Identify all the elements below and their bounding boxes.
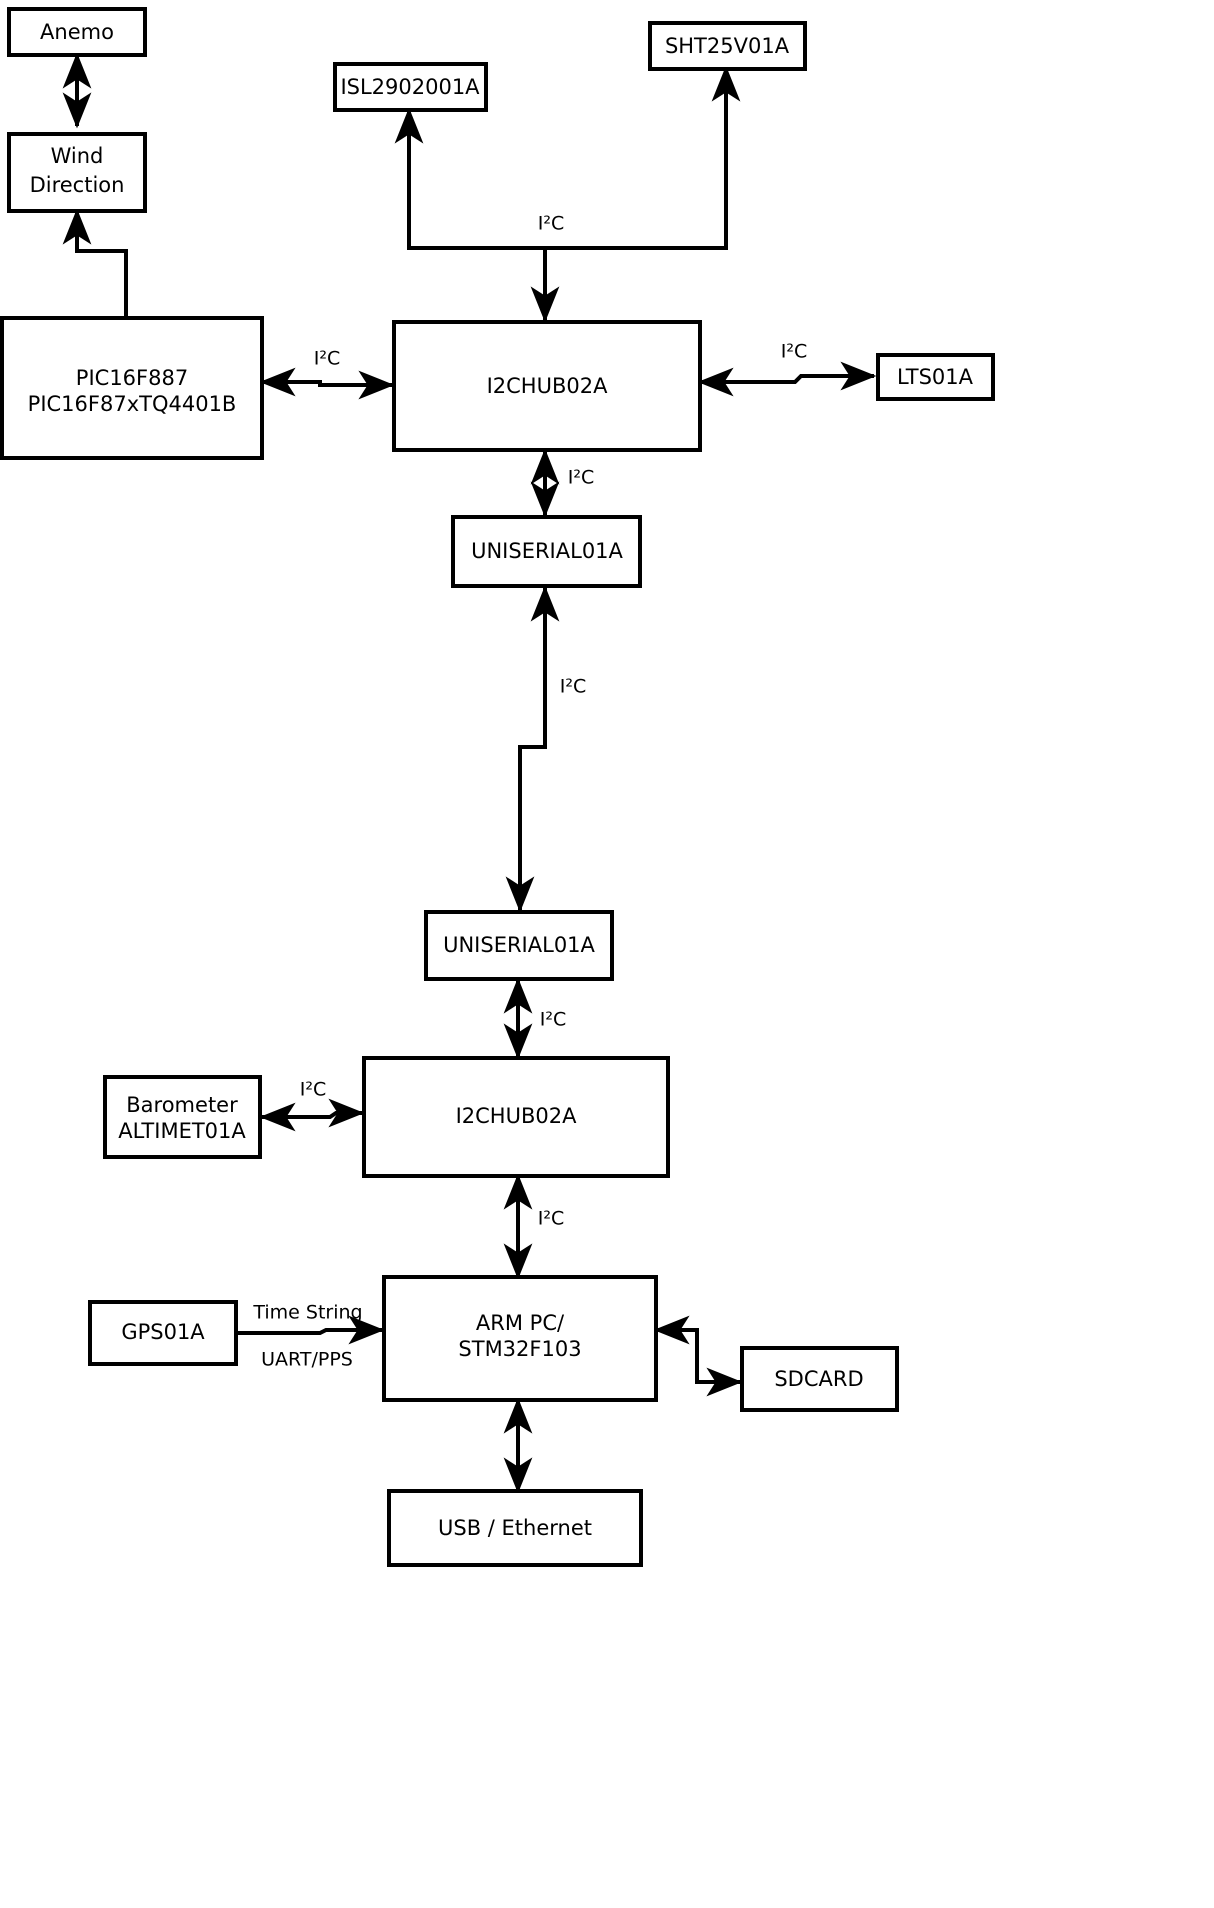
node-wind-direction-label-1: Wind — [51, 144, 104, 168]
node-wind-direction-label-2: Direction — [30, 173, 125, 197]
node-arm-pc-label-2: STM32F103 — [458, 1337, 581, 1361]
node-arm-pc-stm32f103[interactable] — [382, 1275, 658, 1402]
node-pic16f887[interactable] — [0, 316, 264, 460]
node-i2chub02a-bottom-label: I2CHUB02A — [456, 1104, 578, 1128]
edge-pic-hub-top — [259, 367, 395, 400]
edge-label-gps-time-string: Time String — [252, 1302, 362, 1324]
edge-uniserial-chain-up — [518, 585, 560, 800]
node-usb-ethernet-label: USB / Ethernet — [438, 1516, 592, 1540]
node-uniserial01a-top-label: UNISERIAL01A — [471, 539, 623, 563]
edge-label-hub-lts: I²C — [781, 341, 808, 363]
edge-label-baro-hub: I²C — [300, 1079, 327, 1101]
node-pic16f887-label-1: PIC16F887 — [76, 366, 188, 390]
node-lts01a-label: LTS01A — [897, 365, 974, 389]
node-sht25v01a[interactable] — [648, 21, 807, 71]
node-anemo[interactable] — [7, 7, 147, 57]
node-barometer-altimet01a[interactable] — [103, 1075, 262, 1159]
node-isl2902001a[interactable] — [333, 62, 488, 112]
node-uniserial01a-top[interactable] — [451, 515, 642, 588]
edge-label-gps-uart-pps: UART/PPS — [261, 1349, 353, 1371]
edge-hub-top-lts — [697, 361, 877, 397]
edge-gps-arm — [236, 1315, 385, 1345]
edge-label-top-bus: I²C — [538, 213, 565, 235]
node-sdcard-label: SDCARD — [774, 1367, 863, 1391]
node-sdcard[interactable] — [740, 1346, 899, 1412]
node-barometer-label-1: Barometer — [126, 1093, 238, 1117]
node-wind-direction[interactable] — [7, 132, 147, 213]
node-lts01a[interactable] — [876, 353, 995, 401]
node-gps01a[interactable] — [88, 1300, 238, 1366]
node-sht25v01a-label: SHT25V01A — [665, 34, 790, 58]
edge-pic-to-winddirection — [62, 208, 128, 316]
node-gps01a-label: GPS01A — [121, 1320, 205, 1344]
edge-sdcard-to-arm — [653, 1315, 740, 1384]
node-uniserial01a-bottom[interactable] — [424, 910, 614, 981]
node-i2chub02a-top-label: I2CHUB02A — [487, 374, 609, 398]
edge-label-uniserial-chain: I²C — [560, 676, 587, 698]
node-anemo-label: Anemo — [40, 20, 114, 44]
node-barometer-label-2: ALTIMET01A — [118, 1119, 246, 1143]
node-arm-pc-label-1: ARM PC/ — [476, 1311, 565, 1335]
node-usb-ethernet[interactable] — [387, 1489, 643, 1567]
node-pic16f887-label-2: PIC16F87xTQ4401B — [28, 392, 237, 416]
edge-label-hub-uniserial-top: I²C — [568, 467, 595, 489]
node-isl2902001a-label: ISL2902001A — [340, 75, 480, 99]
node-uniserial01a-bottom-label: UNISERIAL01A — [443, 933, 595, 957]
edge-barometer-hub-bot — [259, 1098, 365, 1132]
node-i2chub02a-top[interactable] — [392, 320, 702, 452]
node-i2chub02a-bottom[interactable] — [362, 1056, 670, 1178]
edge-label-hub-arm: I²C — [538, 1208, 565, 1230]
edge-label-uniserial-bot-hub: I²C — [540, 1009, 567, 1031]
edge-label-pic-hub: I²C — [314, 348, 341, 370]
